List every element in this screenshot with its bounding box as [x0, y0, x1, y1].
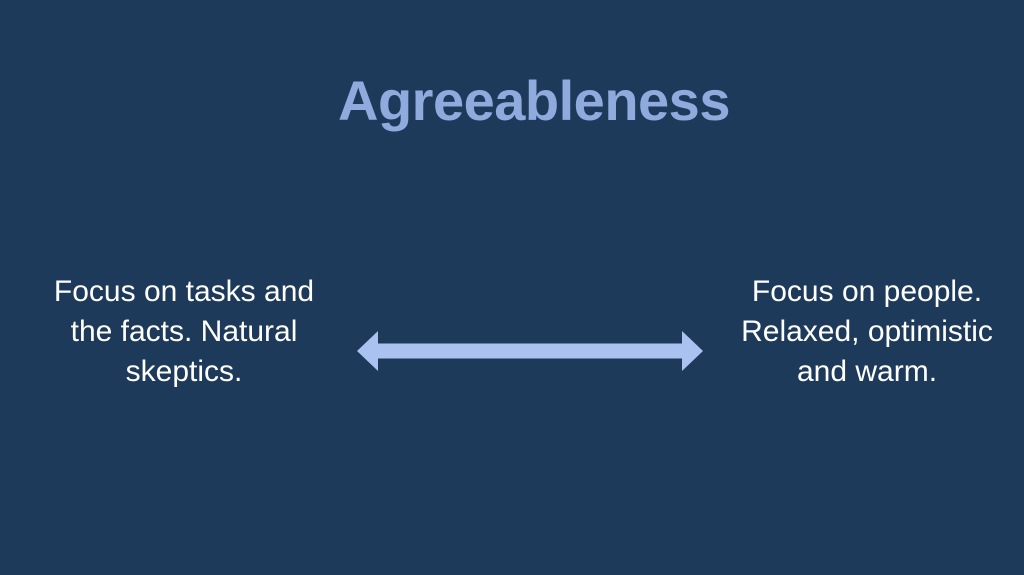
right-trait-line-3: and warm.	[796, 355, 938, 388]
left-trait-line-1: Focus on tasks and	[53, 275, 315, 308]
slide-title: Agreeableness	[338, 69, 730, 132]
left-trait-description: Focus on tasks and the facts. Natural sk…	[34, 272, 334, 392]
left-trait-line-3: skeptics.	[125, 355, 243, 388]
right-trait-description: Focus on people. Relaxed, optimistic and…	[712, 272, 1022, 392]
double-headed-arrow-icon	[357, 331, 703, 371]
right-trait-line-2: Relaxed, optimistic	[741, 315, 993, 348]
left-trait-line-2: the facts. Natural	[70, 315, 298, 348]
right-trait-line-1: Focus on people.	[751, 275, 983, 308]
